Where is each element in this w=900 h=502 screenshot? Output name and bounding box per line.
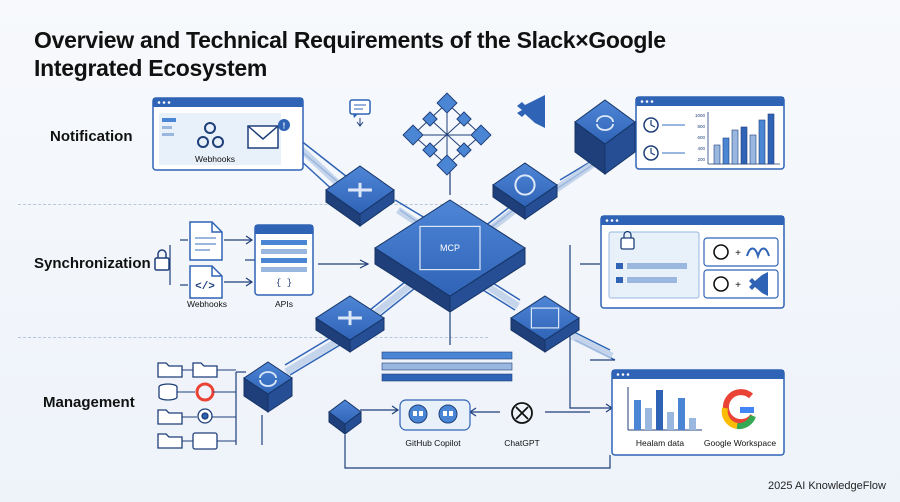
row-separator xyxy=(18,337,488,338)
gear-chip xyxy=(492,162,558,220)
chatgpt-icon xyxy=(511,402,533,424)
chat-icon xyxy=(349,99,371,127)
caption-github-copilot: GitHub Copilot xyxy=(405,438,461,448)
axis-tick: 800 xyxy=(697,124,705,129)
webhook-icon xyxy=(197,122,224,148)
small-node-chip xyxy=(328,399,362,435)
row-label-synchronization: Synchronization xyxy=(34,255,151,272)
vscode-icon xyxy=(517,95,545,128)
axis-tick: 200 xyxy=(697,157,705,162)
usb-chip xyxy=(243,361,293,413)
mail-icon: ! xyxy=(247,119,290,149)
sync-chip xyxy=(574,99,636,175)
mcp-hub-chip xyxy=(374,199,526,313)
svg-text:+: + xyxy=(735,248,741,259)
caption-webhooks-notification: Webhooks xyxy=(195,154,235,164)
lock-icon xyxy=(154,249,170,271)
hub-chips xyxy=(243,99,636,435)
api-window: { } xyxy=(254,224,314,296)
processor-chip xyxy=(510,295,580,353)
github-copilot-icon xyxy=(399,399,471,431)
caption-apis: APIs xyxy=(275,299,293,309)
credit-text: 2025 AI KnowledgeFlow xyxy=(767,480,886,492)
integration-window: + + xyxy=(600,215,785,309)
code-file-icon: </> xyxy=(189,265,223,299)
axis-tick: 600 xyxy=(697,135,705,140)
network-nodes xyxy=(402,92,492,176)
google-g-icon xyxy=(721,389,756,430)
svg-text:+: + xyxy=(735,280,741,291)
svg-text:{ }: { } xyxy=(276,278,292,288)
data-strips xyxy=(381,351,513,382)
row-separator xyxy=(18,204,488,205)
link-chip xyxy=(315,295,385,353)
svg-text:!: ! xyxy=(283,122,286,131)
caption-chatgpt: ChatGPT xyxy=(504,438,539,448)
svg-text:</>: </> xyxy=(195,281,215,293)
management-connectors xyxy=(177,369,236,442)
notification-window xyxy=(152,97,304,171)
axis-tick: 400 xyxy=(697,146,705,151)
slack-chip xyxy=(325,165,395,227)
dashboard-axis-labels: 1000 800 600 400 200 xyxy=(695,113,706,162)
page-title: Overview and Technical Requirements of t… xyxy=(34,27,666,81)
axis-tick: 1000 xyxy=(695,113,706,118)
dashboard-bars xyxy=(713,113,775,165)
row-label-management: Management xyxy=(43,394,135,411)
mcp-label: MCP xyxy=(440,243,460,253)
row-label-notification: Notification xyxy=(50,128,133,145)
document-icon xyxy=(189,221,223,261)
caption-webhooks-sync: Webhooks xyxy=(187,299,227,309)
caption-google-workspace: Google Workspace xyxy=(704,438,776,448)
caption-healam-data: Healam data xyxy=(636,438,684,448)
management-icons xyxy=(157,362,218,450)
